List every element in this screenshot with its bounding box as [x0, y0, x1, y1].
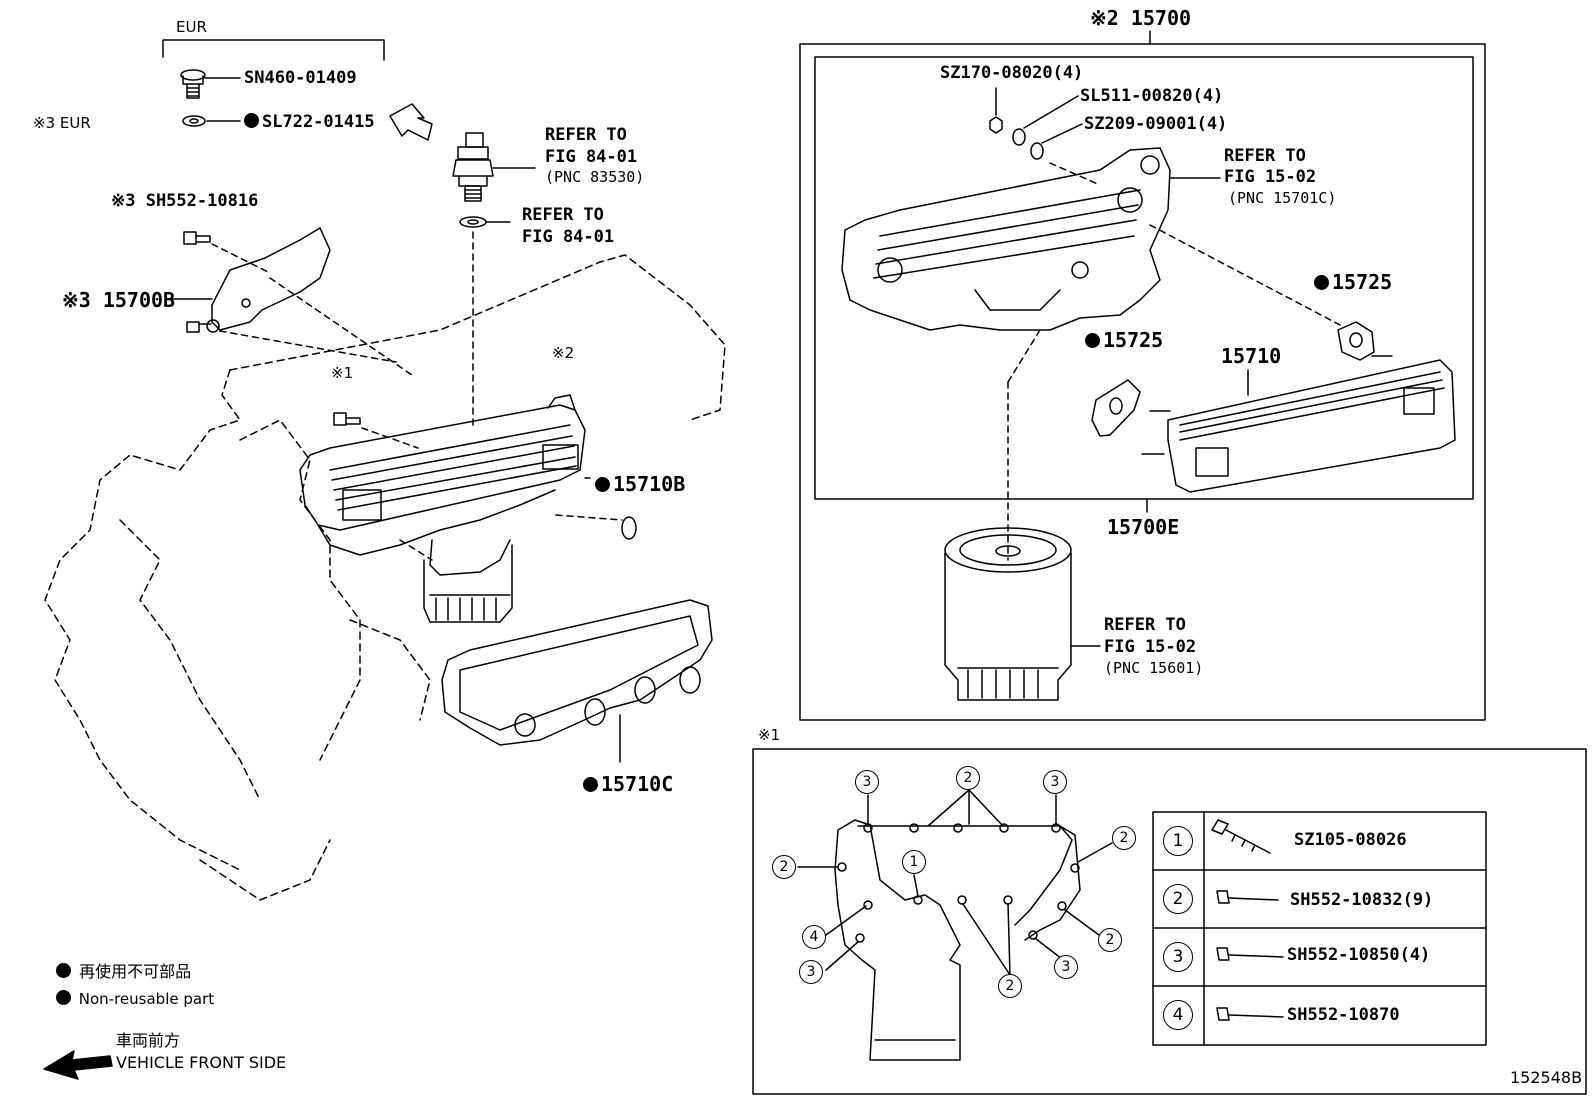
bracket-icon [206, 227, 331, 333]
front-label-japanese: 車両前方 [116, 1031, 181, 1050]
o-ring-part-number[interactable]: 15710B [595, 474, 685, 494]
bolt-chart-mark: ※1 [758, 726, 781, 744]
table-bolt-icons [1211, 819, 1284, 1021]
table-row-number: 4 [1163, 1000, 1193, 1030]
non-reusable-dot-icon [56, 990, 71, 1005]
bolt-callout: 2 [772, 855, 796, 879]
oil-filter-left-icon [423, 544, 513, 623]
washer-refer-line2[interactable]: FIG 84-01 [522, 227, 615, 247]
table-row-number: 1 [1163, 826, 1193, 856]
stud-note-mark: ※2 [552, 344, 575, 362]
engine-block-outline [44, 254, 726, 901]
gasket-a-part-number[interactable]: 15725 [1314, 272, 1392, 292]
oil-cooler-assembly-icon [299, 394, 586, 576]
bolt-part-number[interactable]: ※3 SH552-10816 [111, 191, 259, 211]
table-bolt-part-number[interactable]: SH552-10850(4) [1287, 945, 1431, 965]
filter-refer-line2[interactable]: FIG 15-02 [1104, 637, 1197, 657]
front-label-english: VEHICLE FRONT SIDE [116, 1053, 287, 1072]
bolt-callout: 2 [998, 974, 1022, 998]
bolt-callout: 3 [1054, 955, 1078, 979]
sensor-washer-icon [459, 216, 511, 228]
cooler-housing-icon [841, 147, 1171, 331]
callout-leaders [797, 789, 1113, 976]
cooler-part-number[interactable]: 15710 [1221, 344, 1282, 368]
sensor-refer-line1: REFER TO [545, 125, 627, 145]
sensor-refer-line2[interactable]: FIG 84-01 [545, 147, 638, 167]
kit-washer-icon [1012, 95, 1083, 160]
drain-plug-icon [180, 69, 206, 99]
table-row-number: 2 [1163, 884, 1193, 914]
oil-filter-icon [944, 527, 1101, 701]
bolt-chart-frame [752, 748, 1587, 1095]
bolt-callout: 2 [956, 766, 980, 790]
bolt-callout: 2 [1098, 928, 1122, 952]
nut-part-number[interactable]: SZ170-08020(4) [940, 63, 1084, 83]
washer2-part-number[interactable]: SZ209-09001(4) [1084, 114, 1228, 134]
small-gasket-icon [1091, 321, 1375, 437]
bolt-note-mark: ※1 [331, 364, 354, 382]
kit-refer-pnc: (PNC 15701C) [1228, 189, 1337, 207]
table-bolt-part-number[interactable]: SH552-10870 [1287, 1005, 1400, 1025]
bolt-callout: 3 [855, 770, 879, 794]
bolt-icon [183, 231, 361, 426]
vehicle-front-arrow-icon [43, 1050, 113, 1080]
plug-part-number[interactable]: SN460-01409 [244, 68, 357, 88]
bolt-callout: 3 [1043, 770, 1067, 794]
kit-refer-line1: REFER TO [1224, 146, 1306, 166]
kit-leader-lines [1007, 162, 1341, 561]
bolt-callout: 1 [902, 850, 926, 874]
cooler-plan-icon [834, 819, 1081, 1061]
gasket-part-number[interactable]: 15710C [583, 774, 673, 794]
washer1-part-number[interactable]: SL511-00820(4) [1080, 86, 1224, 106]
gasket-b-part-number[interactable]: 15725 [1085, 330, 1163, 350]
washer-part-number[interactable]: SL722-01415 [244, 113, 375, 131]
washer-refer-line1: REFER TO [522, 205, 604, 225]
filter-refer-line1: REFER TO [1104, 615, 1186, 635]
legend-english: Non-reusable part [56, 990, 214, 1007]
eur-note: ※3 EUR [33, 114, 91, 132]
washer-icon [182, 115, 206, 127]
eur-title: EUR [176, 18, 207, 36]
nut-icon [989, 87, 1003, 134]
sensor-refer-pnc: (PNC 83530) [545, 168, 645, 186]
kit-frame [799, 30, 1486, 721]
sub-assy-part-number[interactable]: 15700E [1107, 515, 1180, 539]
non-reusable-dot-icon [1085, 333, 1100, 348]
figure-id: 152548B [1510, 1068, 1583, 1087]
cooler-element-icon [1141, 355, 1456, 493]
table-bolt-part-number[interactable]: SZ105-08026 [1294, 830, 1407, 850]
direction-arrow-icon [389, 103, 433, 141]
oil-pressure-sensor-icon [452, 132, 536, 202]
legend-japanese: 再使用不可部品 [56, 963, 191, 980]
gasket-icon [441, 599, 713, 746]
non-reusable-dot-icon [1314, 275, 1329, 290]
kit-part-number[interactable]: ※2 15700 [1090, 6, 1192, 30]
o-ring-icon [621, 516, 637, 540]
filter-refer-pnc: (PNC 15601) [1104, 659, 1204, 677]
eur-bracket [162, 39, 385, 61]
non-reusable-dot-icon [244, 113, 259, 128]
table-row-number: 3 [1163, 942, 1193, 972]
leader-lines [211, 231, 623, 561]
bolt-callout: 2 [1112, 826, 1136, 850]
kit-refer-line2[interactable]: FIG 15-02 [1224, 167, 1317, 187]
non-reusable-dot-icon [583, 777, 598, 792]
bolt-callout: 4 [802, 925, 826, 949]
non-reusable-dot-icon [595, 477, 610, 492]
bracket-part-number[interactable]: ※3 15700B [62, 288, 176, 312]
bolt-callout: 3 [799, 960, 823, 984]
non-reusable-dot-icon [56, 963, 71, 978]
table-bolt-part-number[interactable]: SH552-10832(9) [1290, 890, 1434, 910]
